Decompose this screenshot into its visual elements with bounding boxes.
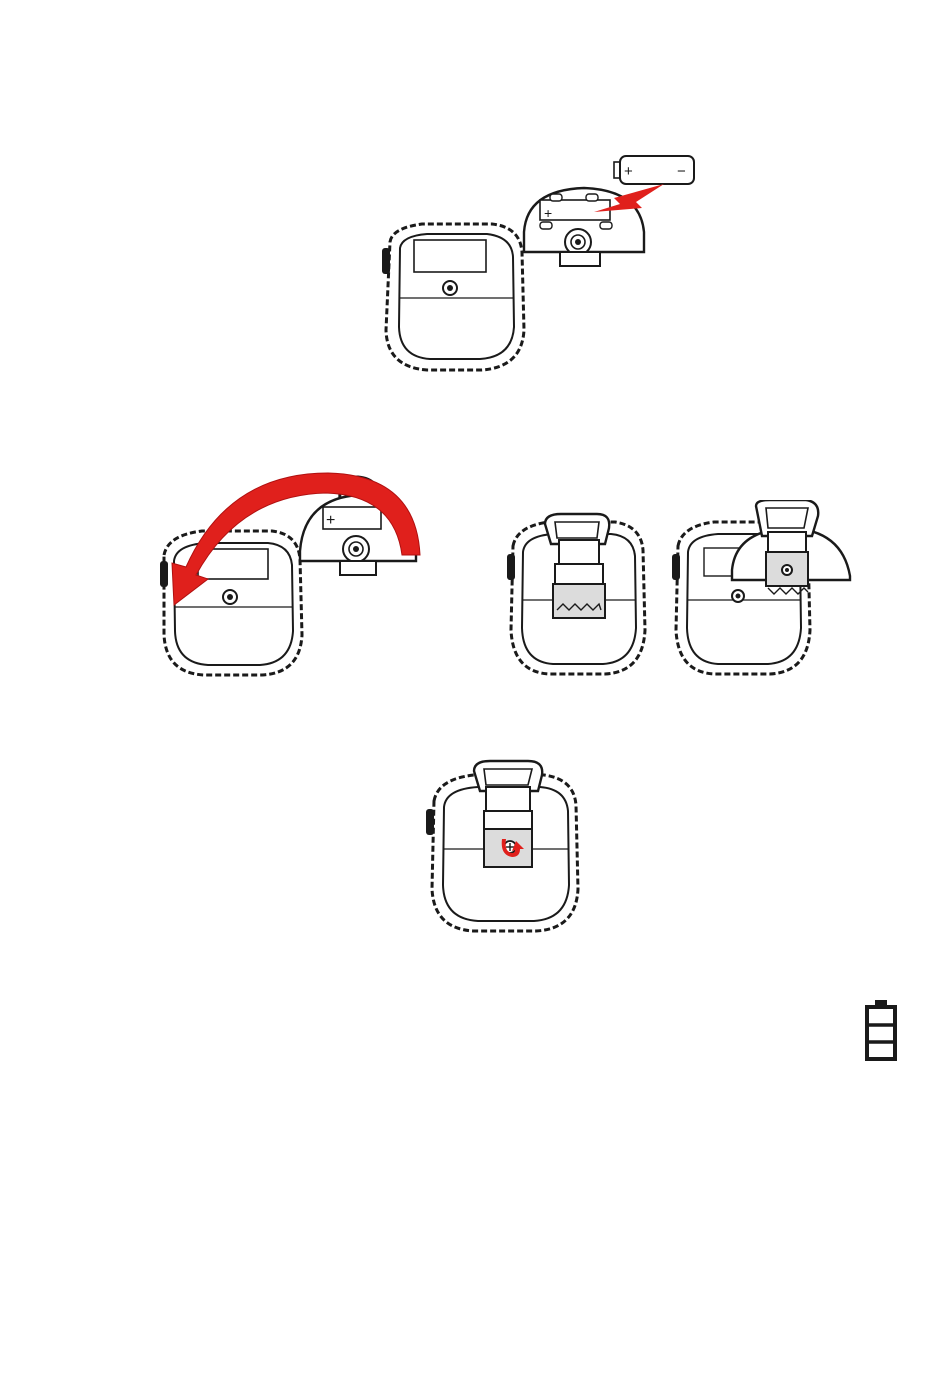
- figure-cover-attached: [505, 500, 657, 680]
- figure-cover-slide: [670, 500, 858, 680]
- cover-attached-illustration: [505, 500, 657, 680]
- cover-fold-illustration: +: [158, 455, 428, 683]
- battery-plus-label: +: [624, 163, 633, 180]
- screw-tighten-illustration: [424, 755, 592, 935]
- cover-plus-label: +: [326, 512, 335, 529]
- device-body: [382, 224, 524, 370]
- battery-level-icon: [864, 999, 898, 1061]
- battery-minus-label: −: [677, 163, 686, 180]
- aa-battery: + −: [614, 156, 694, 184]
- cover-plus-label: +: [544, 205, 552, 221]
- battery-insert-illustration: + + −: [372, 152, 702, 377]
- figure-insert-battery: + + −: [372, 152, 702, 377]
- figure-tighten-screw: [424, 755, 592, 935]
- cover-slide-illustration: [670, 500, 858, 680]
- device-body: [160, 531, 302, 675]
- figure-fold-cover: +: [158, 455, 428, 683]
